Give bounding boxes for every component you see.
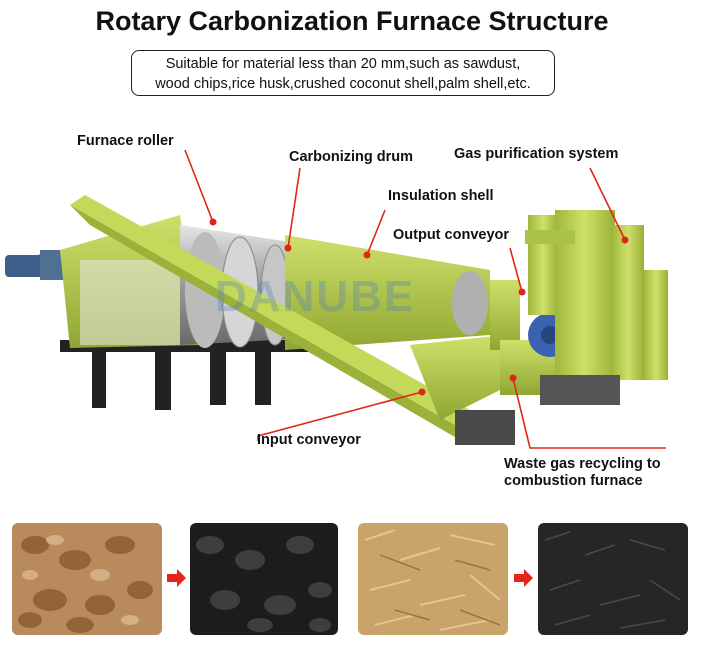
- arrow-icon: [167, 569, 186, 587]
- arrow-icon: [514, 569, 533, 587]
- photo-coconut-shell-raw: [12, 523, 162, 635]
- photo-rice-husk-charcoal: [538, 523, 688, 635]
- support-legs: [60, 340, 320, 410]
- material-description-box: Suitable for material less than 20 mm,su…: [131, 50, 555, 96]
- insulation-shell: [285, 235, 490, 350]
- description-line-1: Suitable for material less than 20 mm,su…: [165, 56, 521, 72]
- photo-rice-husk-raw: [358, 523, 508, 635]
- label-carbonizing-drum: Carbonizing drum: [289, 149, 414, 165]
- label-insulation-shell: Insulation shell: [388, 188, 494, 204]
- label-gas-purification-system: Gas purification system: [454, 146, 619, 162]
- label-input-conveyor: Input conveyor: [257, 432, 361, 448]
- brand-watermark: DANUBE: [215, 272, 416, 321]
- waste-gas-line-1: Waste gas recycling to: [504, 456, 661, 472]
- waste-gas-line-2: combustion furnace: [504, 473, 643, 489]
- label-furnace-roller: Furnace roller: [77, 133, 174, 149]
- description-line-2: wood chips,rice husk,crushed coconut she…: [155, 76, 531, 92]
- photo-coconut-shell-charcoal: [190, 523, 338, 635]
- label-waste-gas-recycling: Waste gas recycling to combustion furnac…: [504, 456, 661, 490]
- drive-motor: [5, 250, 70, 280]
- gas-purification-towers: [525, 210, 668, 405]
- page-title: Rotary Carbonization Furnace Structure: [95, 6, 609, 36]
- leader-dots: [209, 218, 629, 396]
- label-output-conveyor: Output conveyor: [393, 227, 510, 243]
- input-conveyor-body: [70, 195, 515, 445]
- leader-lines: [184, 149, 666, 449]
